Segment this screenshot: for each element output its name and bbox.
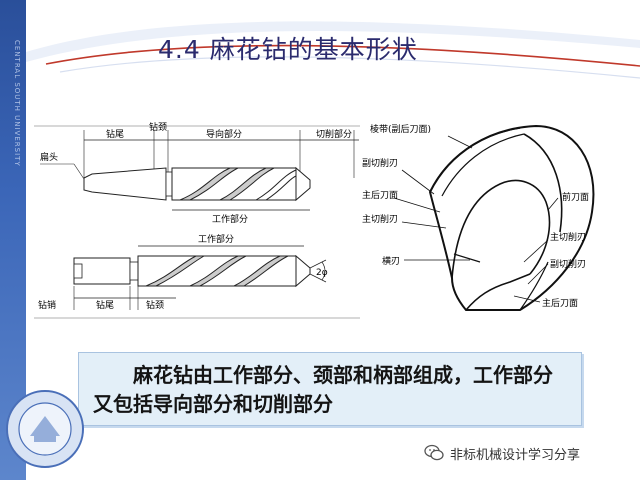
drill-diagram: 钻尾 钻颈 导向部分 切削部分 扁头 工作部分 工作部分 [34,121,360,319]
label-working-bottom: 工作部分 [198,233,234,245]
tip-label-minor-edge-2: 副切削刃 [550,258,586,270]
label-pin: 钻销 [38,299,56,311]
header-swoosh [26,21,640,79]
label-flat-tail: 扁头 [40,151,58,163]
tip-label-main-edge-2: 主切削刃 [550,231,586,243]
slide-title: 4.4 麻花钻的基本形状 [158,35,418,64]
tip-label-flank-2: 主后刀面 [542,297,578,309]
label-angle: 2φ [316,268,328,278]
label-neck-bottom: 钻颈 [146,299,164,311]
label-neck-top: 钻颈 [149,121,167,133]
university-seal-icon [6,390,84,468]
label-tail-bottom: 钻尾 [96,299,114,311]
watermark: 非标机械设计学习分享 [424,442,580,464]
caption-box: 麻花钻由工作部分、颈部和柄部组成，工作部分又包括导向部分和切削部分 [78,352,582,426]
tip-label-rake: 前刀面 [562,191,589,203]
watermark-text: 非标机械设计学习分享 [450,447,581,463]
tip-label-chisel: 横刃 [382,255,400,267]
tip-label-main-edge-1: 主切削刃 [362,213,398,225]
label-cutting: 切削部分 [316,128,352,140]
tip-label-flank-1: 主后刀面 [362,189,398,201]
tip-label-margin: 棱带(副后刀面) [370,123,431,135]
caption-text: 麻花钻由工作部分、颈部和柄部组成，工作部分又包括导向部分和切削部分 [93,363,553,416]
band-text: CENTRAL SOUTH UNIVERSITY [13,40,21,167]
red-swoosh-line [45,44,640,67]
label-tail-top: 钻尾 [106,128,124,140]
flutes-bottom [145,255,289,287]
wechat-logo-icon [424,444,444,461]
tip-label-minor-edge-1: 副切削刃 [362,157,398,169]
label-guide: 导向部分 [206,128,242,140]
flutes-top [179,167,297,201]
drill-tip-diagram: 棱带(副后刀面) 副切削刃 主后刀面 主切削刃 前刀面 主切削刃 横刃 副切削刃… [362,123,595,311]
left-decor-band: CENTRAL SOUTH UNIVERSITY [0,0,26,480]
label-working-top: 工作部分 [212,213,248,225]
